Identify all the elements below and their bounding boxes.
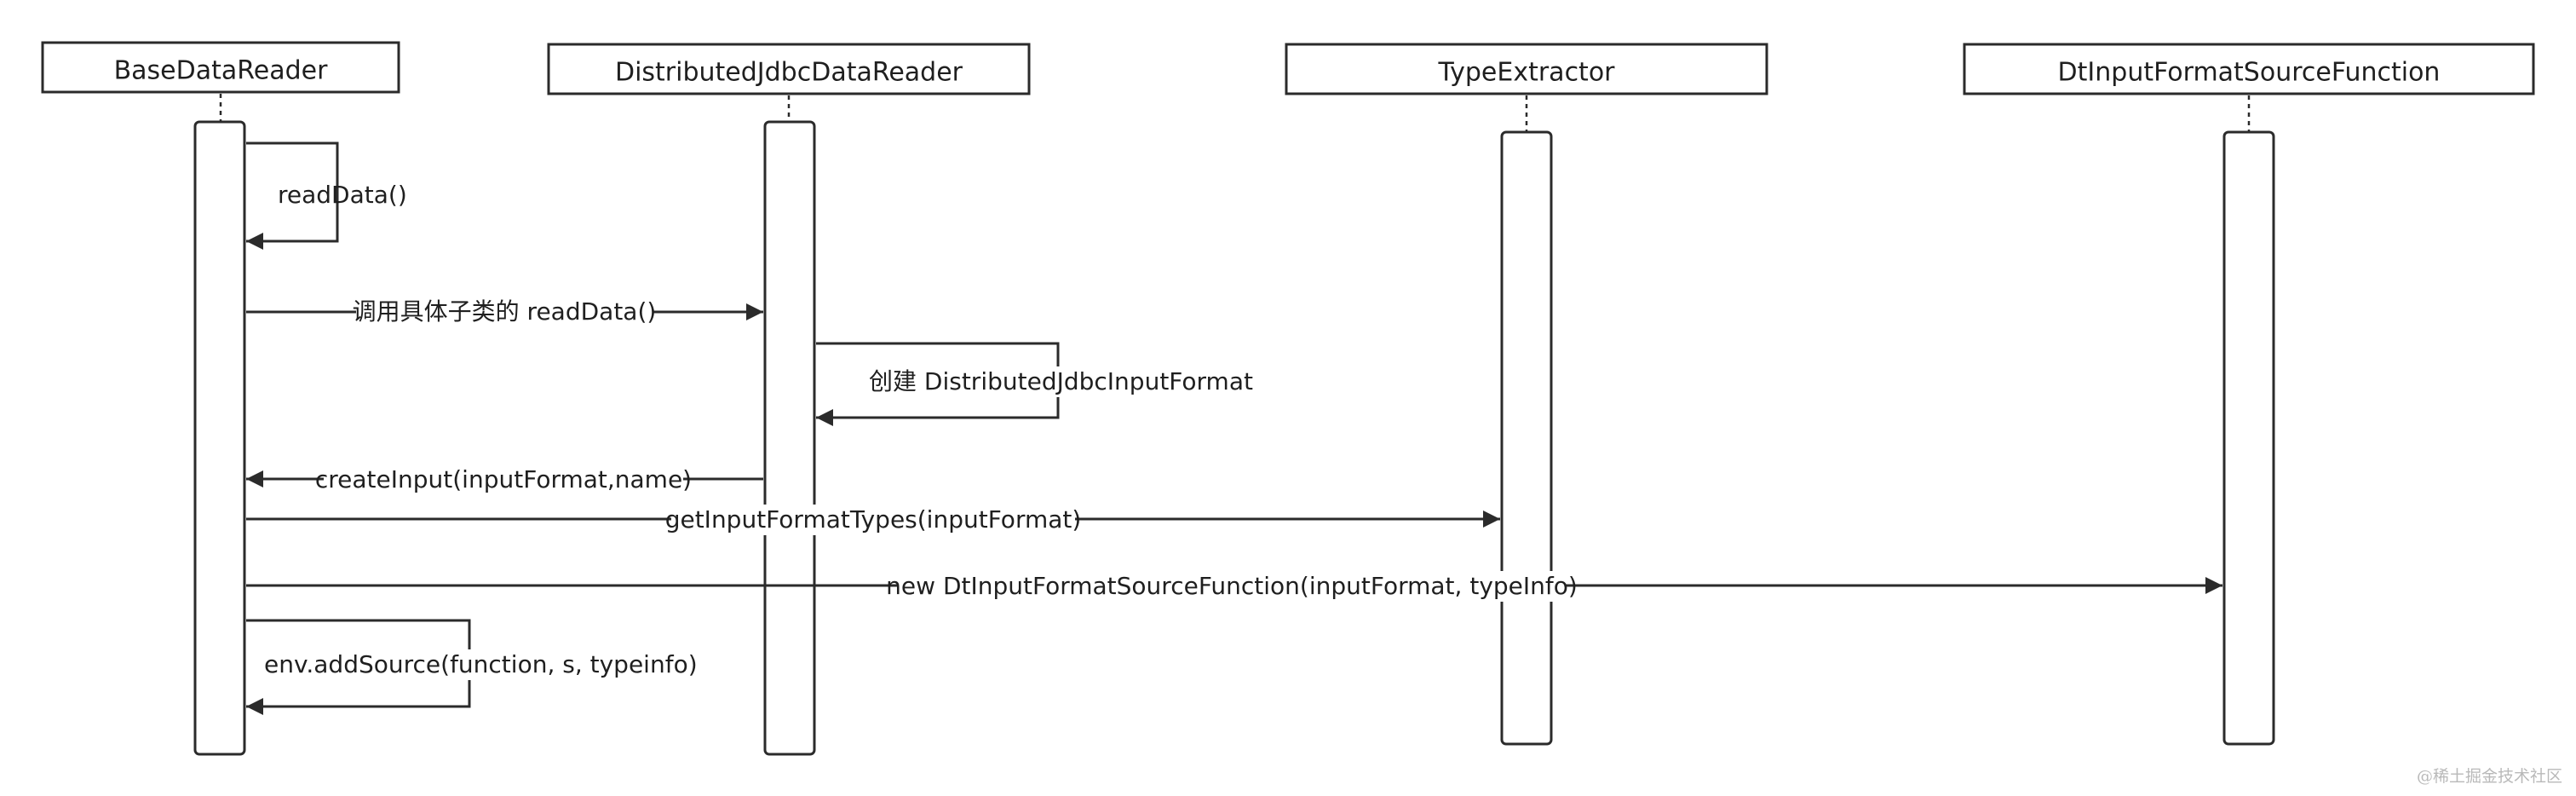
- label-background: [862, 366, 1245, 397]
- label-background: [324, 464, 683, 495]
- label-background: [671, 505, 1075, 535]
- activation-bar: [2222, 130, 2275, 746]
- participant-box: [41, 41, 400, 94]
- participant-box: [1963, 43, 2535, 95]
- message-label: createInput(inputFormat,name): [315, 465, 692, 493]
- activation-bar: [763, 120, 816, 756]
- message-create-input-format: 创建 DistributedJdbcInputFormat: [816, 342, 1253, 426]
- participant-base: BaseDataReader: [41, 41, 400, 756]
- participant-label: BaseDataReader: [114, 56, 329, 86]
- message-call-subclass: 调用具体子类的 readData(): [246, 297, 763, 327]
- participant-dtin: DtInputFormatSourceFunction: [1963, 43, 2535, 746]
- participant-type: TypeExtractor: [1285, 43, 1768, 746]
- activation-bar: [1500, 130, 1553, 746]
- message-read-data: readData(): [246, 141, 407, 250]
- label-background: [356, 297, 653, 327]
- label-background: [898, 571, 1566, 602]
- label-background: [259, 649, 680, 680]
- message-arrow: [246, 141, 339, 250]
- participant-box: [547, 43, 1031, 95]
- message-add-source: env.addSource(function, s, typeinfo): [246, 619, 698, 715]
- activation-bar: [193, 120, 246, 756]
- participant-label: DtInputFormatSourceFunction: [2058, 58, 2441, 88]
- participant-label: TypeExtractor: [1437, 58, 1615, 88]
- message-new-source-function: new DtInputFormatSourceFunction(inputFor…: [246, 571, 2222, 602]
- message-create-input: createInput(inputFormat,name): [246, 464, 763, 495]
- message-label: new DtInputFormatSourceFunction(inputFor…: [886, 572, 1578, 600]
- message-label: env.addSource(function, s, typeinfo): [264, 650, 698, 678]
- message-get-input-format-types: getInputFormatTypes(inputFormat): [246, 505, 1500, 535]
- message-label: getInputFormatTypes(inputFormat): [665, 505, 1082, 534]
- participant-box: [1285, 43, 1768, 95]
- watermark: @稀土掘金技术社区: [2417, 767, 2562, 786]
- participant-dist: DistributedJdbcDataReader: [547, 43, 1031, 756]
- message-label: 创建 DistributedJdbcInputFormat: [869, 367, 1253, 395]
- message-label: readData(): [278, 181, 407, 209]
- participant-label: DistributedJdbcDataReader: [615, 58, 963, 88]
- message-label: 调用具体子类的 readData(): [353, 297, 657, 326]
